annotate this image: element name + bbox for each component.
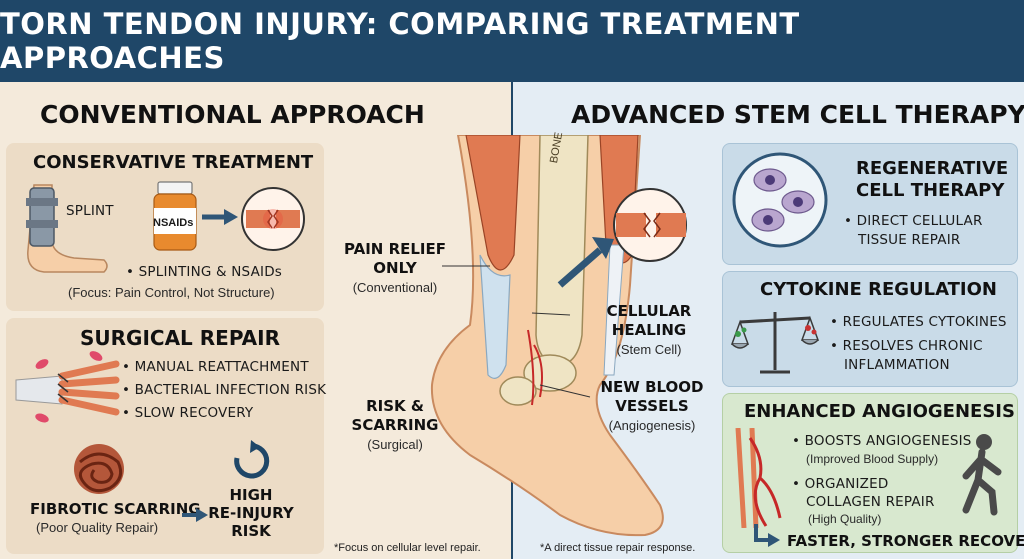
angio-bullet-2-line-1: • ORGANIZED — [792, 476, 889, 492]
sutured-tendon-icon — [15, 351, 120, 423]
risk-line-1: HIGH — [229, 486, 273, 504]
angiogenesis-title: ENHANCED ANGIOGENESIS — [744, 401, 1015, 422]
stem-cell-icon — [732, 152, 828, 248]
angio-bullet-2-sub: (High Quality) — [808, 512, 882, 526]
angio-bullet-2-line-2: COLLAGEN REPAIR — [806, 494, 935, 510]
conservative-focus: (Focus: Pain Control, Not Structure) — [68, 285, 275, 300]
surgical-bullet-1: • MANUAL REATTACHMENT — [122, 359, 309, 375]
splint-icon — [26, 184, 108, 273]
regenerative-bullet-line-1: • DIRECT CELLULAR — [844, 213, 983, 229]
surgical-title: SURGICAL REPAIR — [80, 326, 280, 350]
vessels-sub: (Angiogenesis) — [608, 418, 696, 433]
cellular-line-1: CELLULAR — [606, 302, 692, 320]
nsaid-bottle-icon — [153, 181, 197, 251]
footnote-left: *Focus on cellular level repair. — [334, 542, 481, 554]
angio-bullet-1-sub: (Improved Blood Supply) — [806, 452, 939, 466]
conventional-heading: CONVENTIONAL APPROACH — [40, 100, 425, 129]
balance-scale-icon — [730, 312, 820, 374]
page-title: TORN TENDON INJURY: COMPARING TREATMENT … — [0, 7, 800, 75]
pain-relief-sub: (Conventional) — [352, 280, 438, 295]
scar-label: FIBROTIC SCARRING — [30, 500, 201, 518]
risk-scarring-line-2: SCARRING — [351, 416, 439, 434]
vessels-line-1: NEW BLOOD — [600, 378, 704, 396]
regenerative-bullet-line-2: TISSUE REPAIR — [858, 232, 961, 248]
torn-tendon-icon — [241, 187, 305, 251]
risk-line-2: RE-INJURY — [208, 504, 294, 522]
vessels-line-2: VESSELS — [615, 397, 689, 415]
outcome-label: FASTER, STRONGER RECOVERY — [787, 532, 1024, 550]
conservative-bullet: • SPLINTING & NSAIDs — [126, 264, 283, 280]
angio-bullet-1: • BOOSTS ANGIOGENESIS — [792, 433, 972, 449]
conservative-title: CONSERVATIVE TREATMENT — [33, 152, 314, 173]
regenerative-title-line-2: CELL THERAPY — [856, 180, 1005, 201]
arrow-icon — [202, 209, 238, 225]
fibrotic-scar-icon — [74, 444, 124, 494]
leg-anatomy-illustration — [430, 135, 687, 537]
nsaid-label: NSAIDs — [153, 217, 194, 229]
surgical-bullet-2: • BACTERIAL INFECTION RISK — [122, 382, 327, 398]
regenerative-title-line-1: REGENERATIVE — [856, 158, 1009, 179]
splint-label: SPLINT — [66, 203, 114, 219]
cytokine-bullet-1: • REGULATES CYTOKINES — [830, 314, 1007, 330]
blood-vessel-icon — [735, 428, 782, 528]
cytokine-bullet-2-line-2: INFLAMMATION — [844, 357, 950, 373]
walking-person-icon — [962, 434, 1002, 516]
scar-sub: (Poor Quality Repair) — [36, 520, 159, 535]
arrow-icon — [754, 524, 780, 547]
risk-scarring-line-1: RISK & — [366, 397, 424, 415]
pain-relief-line-1: PAIN RELIEF — [343, 240, 446, 258]
cytokine-card — [722, 271, 1018, 387]
cytokine-title: CYTOKINE REGULATION — [760, 279, 997, 300]
pain-relief-line-2: ONLY — [373, 259, 417, 277]
footnote-right: *A direct tissue repair response. — [540, 542, 696, 554]
surgical-card — [6, 318, 324, 554]
header-bar: TORN TENDON INJURY: COMPARING TREATMENT … — [0, 0, 1024, 82]
risk-line-3: RISK — [231, 522, 271, 540]
stem-cell-heading: ADVANCED STEM CELL THERAPY — [571, 100, 1024, 129]
reinjury-cycle-icon — [234, 440, 270, 479]
cytokine-bullet-2-line-1: • RESOLVES CHRONIC — [830, 338, 983, 354]
cellular-sub: (Stem Cell) — [616, 342, 682, 357]
arrow-icon — [182, 508, 208, 522]
surgical-bullet-3: • SLOW RECOVERY — [122, 405, 254, 421]
cellular-line-2: HEALING — [611, 321, 687, 339]
risk-scarring-sub: (Surgical) — [367, 437, 423, 452]
